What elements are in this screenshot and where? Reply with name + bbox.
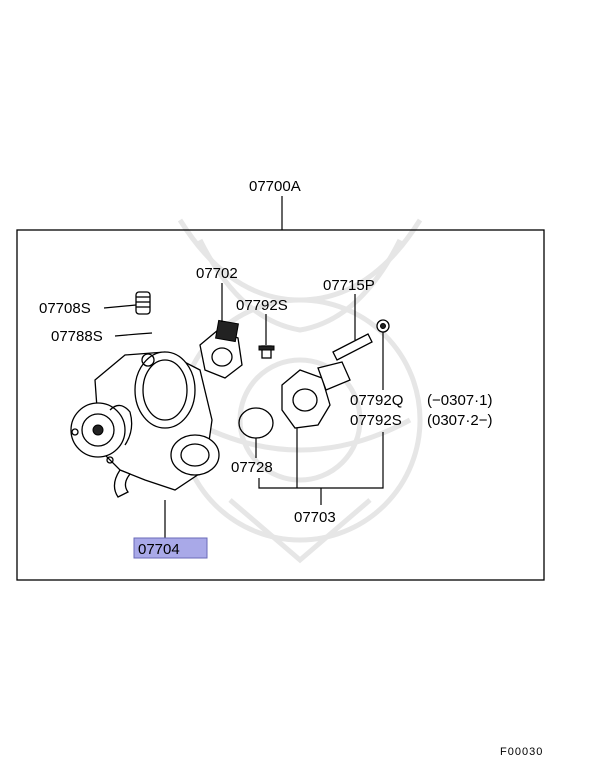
throttle-body-drawing [70, 351, 220, 498]
part-label-07792q[interactable]: 07792Q [350, 392, 403, 409]
pin-drawing [332, 319, 390, 361]
part-highlight-07704 [133, 537, 208, 559]
watermark-emblem [177, 218, 423, 564]
part-label-07704[interactable]: 07704 [138, 541, 180, 558]
part-label-07702[interactable]: 07702 [196, 265, 238, 282]
assembly-frame [16, 229, 545, 581]
o-ring-drawing [238, 407, 274, 439]
part-label-07792s-lower[interactable]: 07792S [350, 412, 402, 429]
throttle-position-sensor-drawing [199, 319, 243, 379]
assembly-label[interactable]: 07700A [249, 178, 301, 195]
part-label-07792s-lower-row[interactable]: 07792S (0307·2−) [350, 412, 492, 429]
part-label-07703[interactable]: 07703 [294, 509, 336, 526]
part-label-07792q-row[interactable]: 07792Q (−0307·1) [350, 392, 492, 409]
part-label-07788s[interactable]: 07788S [51, 328, 103, 345]
spring-drawing [135, 291, 151, 315]
part-label-07708s[interactable]: 07708S [39, 300, 91, 317]
part-note-07792q: (−0307·1) [427, 392, 492, 409]
part-label-07715p[interactable]: 07715P [323, 277, 375, 294]
footer-code: F00030 [500, 746, 543, 758]
part-label-07792s-upper[interactable]: 07792S [236, 297, 288, 314]
part-note-07792s-lower: (0307·2−) [427, 412, 492, 429]
idle-speed-control-valve-drawing [281, 361, 351, 429]
part-label-07728[interactable]: 07728 [231, 459, 273, 476]
screw-drawing [258, 345, 275, 359]
